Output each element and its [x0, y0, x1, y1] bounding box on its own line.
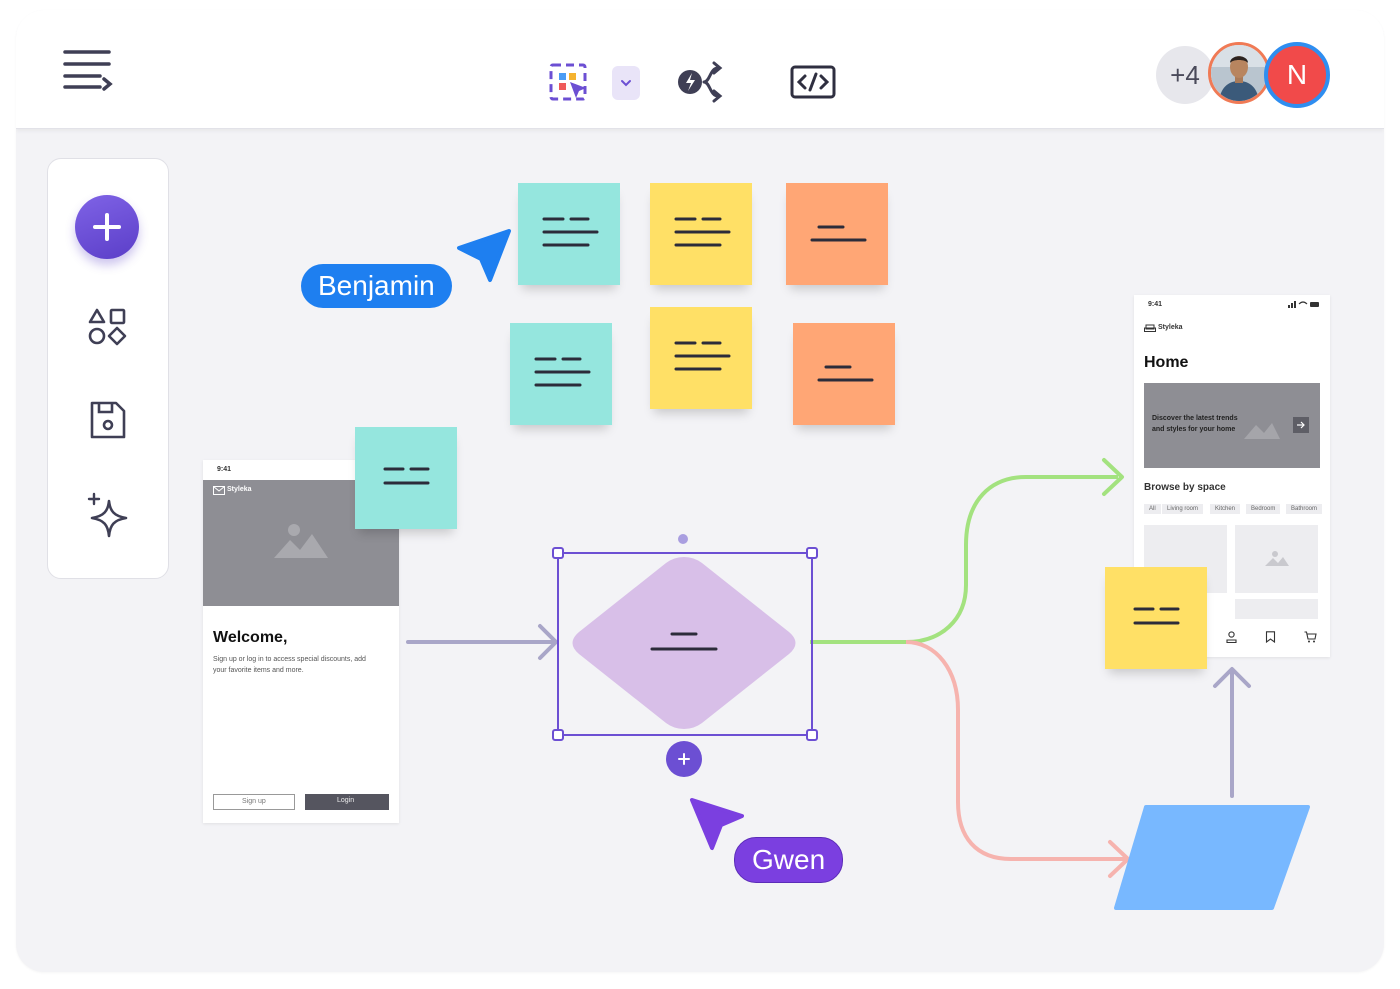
add-icon: [93, 213, 121, 241]
connectors: [406, 458, 1310, 910]
image-placeholder-icon: [1244, 423, 1280, 439]
signup-button[interactable]: Sign up: [213, 794, 295, 810]
parallelogram-shape[interactable]: [1114, 805, 1310, 910]
gray-arrow-head: [538, 624, 558, 660]
resize-handles: [552, 547, 818, 741]
green-connector: [810, 475, 1118, 644]
brand-name: Styleka: [227, 486, 252, 493]
sticky-note[interactable]: [510, 323, 612, 425]
top-toolbar: +4 N: [16, 10, 1384, 129]
ai-select-icon[interactable]: [548, 60, 592, 104]
banner-line2: and styles for your home: [1152, 426, 1236, 433]
image-placeholder-icon: [274, 524, 328, 558]
gray-up-arrow-head: [1213, 667, 1251, 688]
welcome-title: Welcome,: [213, 629, 288, 646]
filter-chip[interactable]: All: [1144, 504, 1161, 514]
brand-name: Styleka: [1158, 324, 1183, 331]
text-lines-icon: [542, 217, 599, 247]
text-lines-icon: [534, 357, 591, 387]
text-lines-icon: [674, 217, 731, 247]
avatar[interactable]: [1208, 42, 1270, 104]
sofa-icon: [1144, 324, 1156, 332]
app-window: +4 N: [16, 10, 1384, 972]
benjamin-cursor-icon: [457, 229, 511, 282]
bookmark-icon[interactable]: [1265, 631, 1276, 643]
tool-options-dropdown[interactable]: [612, 66, 640, 100]
gwen-cursor-label: Gwen: [734, 837, 844, 883]
green-arrow-head: [1102, 458, 1124, 496]
sticky-note[interactable]: [650, 307, 752, 409]
text-lines-icon: [383, 467, 430, 485]
filter-chip[interactable]: Living room: [1162, 504, 1204, 514]
sticky-note[interactable]: [650, 183, 752, 285]
sticky-note[interactable]: [355, 427, 457, 529]
text-lines-icon: [1133, 607, 1180, 625]
sticky-note[interactable]: [518, 183, 620, 285]
sparkle-icon[interactable]: [82, 489, 132, 541]
flash-branch-icon[interactable]: [676, 60, 728, 104]
promo-banner[interactable]: Discover the latest trends and styles fo…: [1144, 383, 1320, 468]
sticky-note[interactable]: [786, 183, 888, 285]
collaborators-more-badge[interactable]: +4: [1156, 46, 1214, 104]
banner-line1: Discover the latest trends: [1152, 415, 1238, 422]
cart-icon[interactable]: [1304, 631, 1317, 643]
save-icon[interactable]: [88, 399, 128, 441]
mail-icon: [213, 486, 225, 495]
left-toolbar: [47, 158, 169, 579]
menu-collapse-icon[interactable]: [62, 48, 114, 94]
text-lines-icon: [817, 365, 874, 382]
signup-label: Sign up: [242, 798, 266, 805]
gwen-cursor-icon: [690, 798, 744, 850]
banner-arrow-button[interactable]: [1293, 417, 1309, 433]
filter-chip[interactable]: Bathroom: [1286, 504, 1323, 514]
login-label: Login: [337, 797, 355, 804]
code-icon[interactable]: [790, 65, 836, 99]
diamond-shape[interactable]: [564, 552, 804, 734]
profile-icon[interactable]: [1226, 631, 1237, 643]
filter-chip[interactable]: Bedroom: [1246, 504, 1281, 514]
status-icons: [1288, 301, 1319, 308]
welcome-body-line1: Sign up or log in to access special disc…: [213, 656, 366, 663]
selection-box[interactable]: [546, 528, 836, 768]
welcome-body-line2: your favorite items and more.: [213, 667, 304, 674]
section-title: Browse by space: [1144, 482, 1226, 493]
add-node-button[interactable]: [666, 741, 702, 777]
space-card[interactable]: [1235, 525, 1318, 593]
login-button[interactable]: Login: [305, 794, 389, 810]
avatar-initial[interactable]: N: [1264, 42, 1330, 108]
chevron-down-icon: [621, 80, 631, 87]
space-card[interactable]: [1235, 599, 1318, 619]
pink-arrow-head: [1108, 840, 1130, 878]
add-button[interactable]: [75, 195, 139, 259]
arrow-right-icon: [1297, 421, 1305, 429]
image-placeholder-icon: [1265, 551, 1289, 566]
pink-connector: [905, 640, 1126, 861]
sticky-note[interactable]: [793, 323, 895, 425]
rotate-handle: [678, 534, 688, 544]
text-lines-icon: [810, 225, 867, 242]
home-title: Home: [1144, 354, 1189, 371]
benjamin-cursor-label: Benjamin: [301, 264, 452, 308]
add-icon: [678, 753, 690, 765]
sticky-note[interactable]: [1105, 567, 1207, 669]
status-time: 9:41: [1148, 301, 1163, 308]
filter-chip[interactable]: Kitchen: [1210, 504, 1241, 514]
shapes-icon[interactable]: [87, 306, 129, 348]
user-photo-icon: [1211, 45, 1267, 101]
status-time: 9:41: [217, 466, 232, 473]
text-lines-icon: [674, 341, 731, 371]
